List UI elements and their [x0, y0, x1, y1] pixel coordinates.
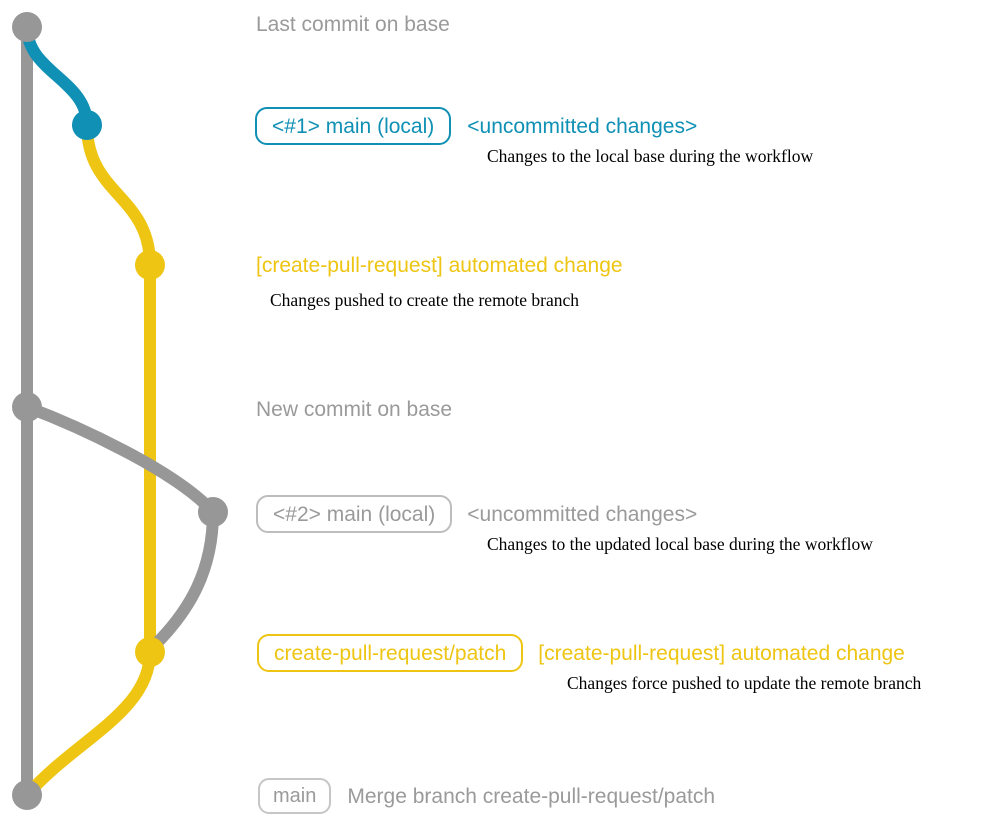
entry-description-automated-change-1: Changes pushed to create the remote bran…	[270, 290, 580, 310]
entry-local-change-2: <#2> main (local) <uncommitted changes>	[256, 495, 697, 533]
commit-node-base-2	[12, 392, 42, 422]
entry-headline: <uncommitted changes>	[467, 114, 698, 138]
entry-description-local-change-1: Changes to the local base during the wor…	[487, 146, 814, 166]
entry-description-local-change-2: Changes to the updated local base during…	[487, 534, 873, 554]
branch-badge-main[interactable]: main	[258, 778, 332, 814]
entry-headline: Last commit on base	[256, 13, 450, 36]
entry-headline: [create-pull-request] automated change	[538, 641, 905, 665]
entry-local-change-1: <#1> main (local) <uncommitted changes>	[255, 107, 697, 145]
commit-node-local-2	[198, 497, 228, 527]
entry-headline: <uncommitted changes>	[467, 502, 698, 526]
edge-patch-2-to-merge	[21, 646, 156, 801]
entry-automated-change-1: [create-pull-request] automated change	[256, 255, 623, 276]
edge-local-1-to-patch-1	[81, 119, 156, 271]
entry-merge-commit: main Merge branch create-pull-request/pa…	[258, 778, 715, 814]
commit-node-merge	[12, 780, 42, 810]
branch-badge-local-1[interactable]: <#1> main (local)	[255, 107, 452, 145]
commit-node-base-1	[12, 12, 42, 42]
branch-badge-local-2[interactable]: <#2> main (local)	[256, 495, 453, 533]
edge-local-2-to-patch-2	[149, 506, 219, 651]
entry-description-automated-change-2: Changes force pushed to update the remot…	[567, 673, 922, 693]
entry-last-commit-on-base: Last commit on base	[256, 14, 450, 35]
commit-node-local-1	[72, 110, 102, 140]
entry-headline: [create-pull-request] automated change	[256, 254, 623, 277]
edge-base-2-to-local-2	[21, 401, 219, 518]
entry-automated-change-2: create-pull-request/patch [create-pull-r…	[257, 634, 905, 672]
entry-headline: Merge branch create-pull-request/patch	[347, 784, 716, 808]
branch-badge-patch[interactable]: create-pull-request/patch	[257, 634, 524, 672]
commit-node-patch-2	[135, 637, 165, 667]
commit-node-patch-1	[135, 250, 165, 280]
entry-new-commit-on-base: New commit on base	[256, 399, 452, 420]
entry-headline: New commit on base	[256, 398, 453, 421]
